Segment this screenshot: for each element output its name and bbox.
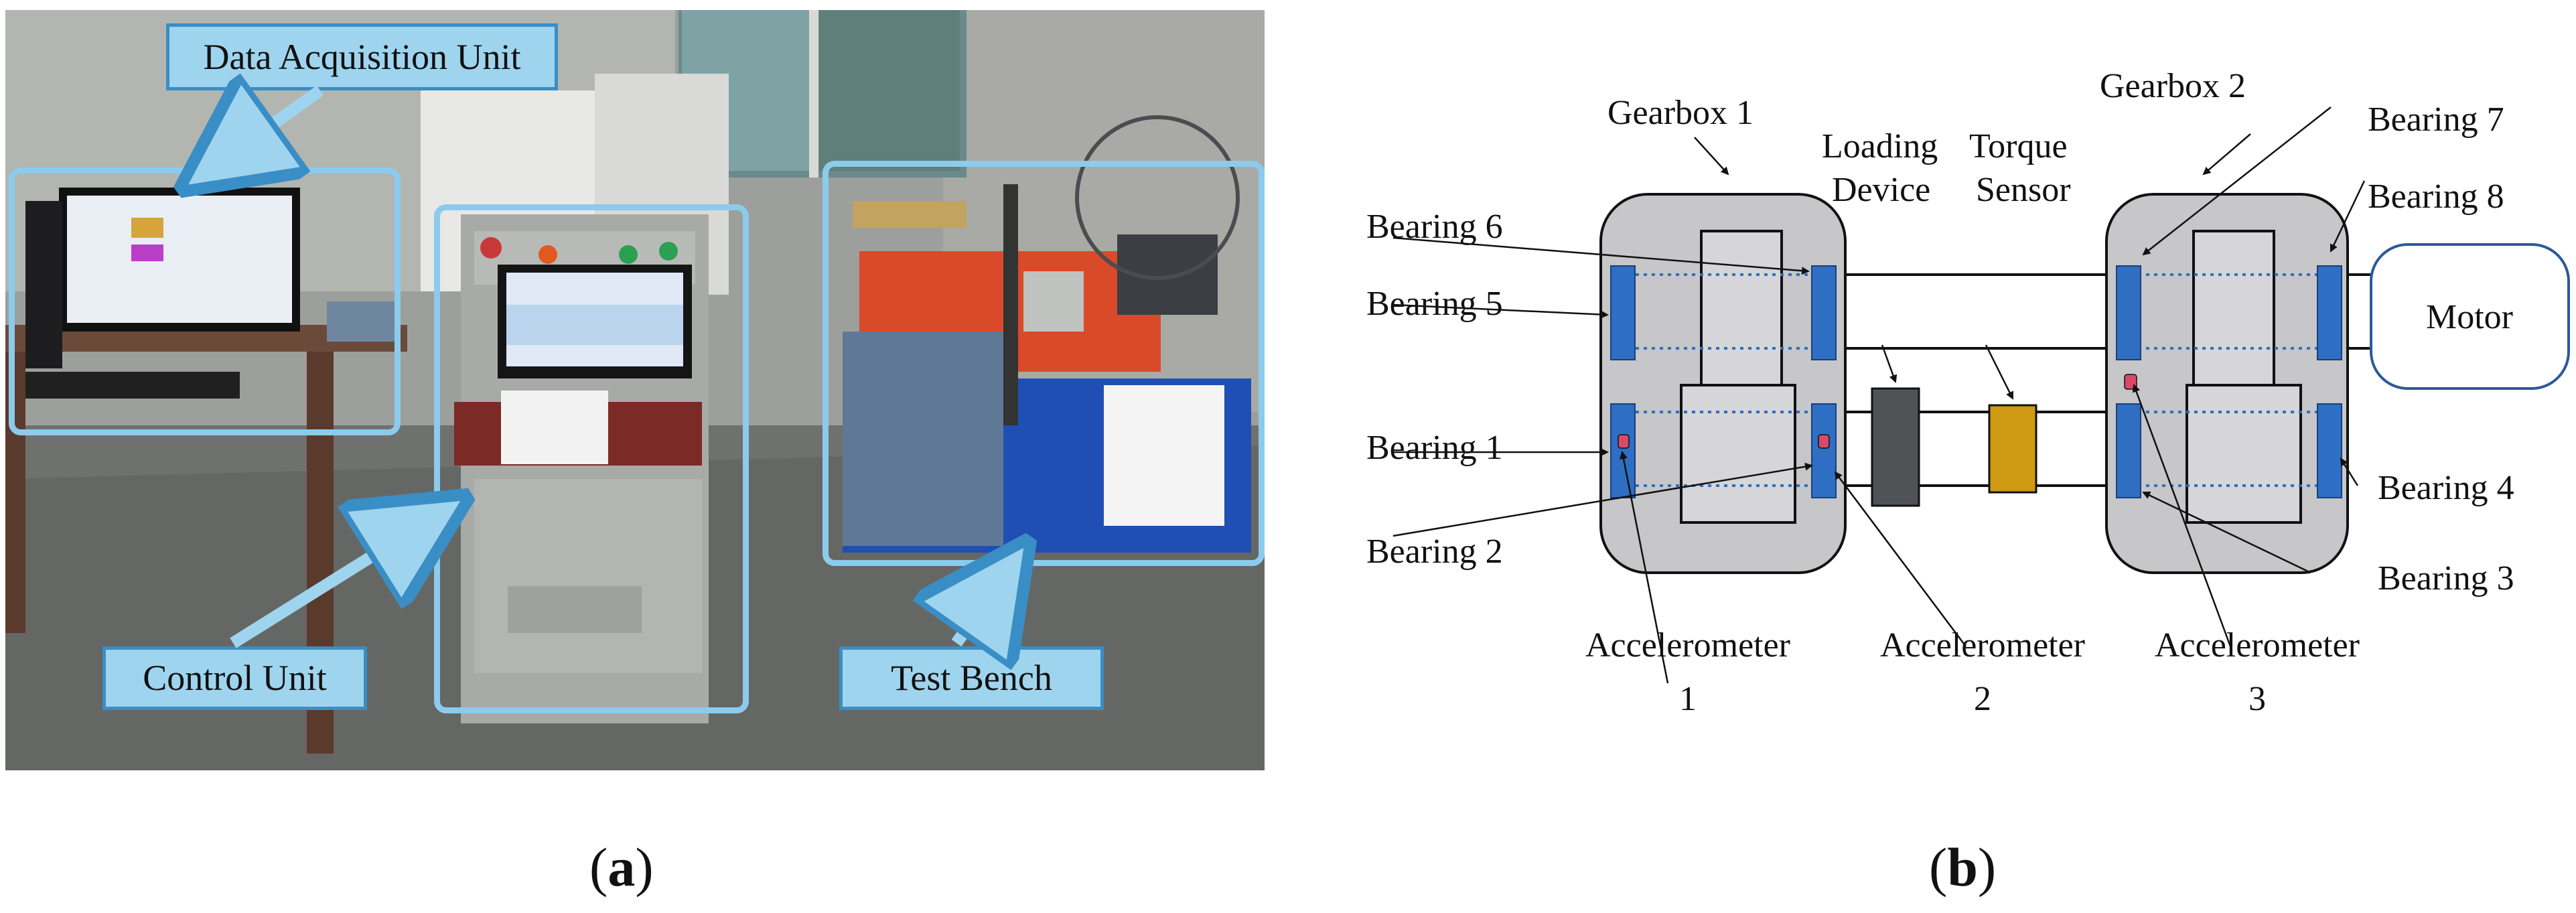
motor-block — [2370, 243, 2570, 390]
control-unit-label: Control Unit — [102, 646, 367, 710]
keyboard — [25, 372, 240, 399]
control-unit-frame — [434, 204, 749, 713]
bearing-4-label: Bearing 4 — [2378, 469, 2514, 507]
bearing-5-label: Bearing 5 — [1366, 285, 1503, 323]
bearing-6-block — [1811, 265, 1837, 360]
torque-sensor-block — [1988, 404, 2037, 494]
caption-b-letter: b — [1947, 837, 1978, 898]
caption-a: (a) — [589, 837, 654, 898]
accelerometer-3-word: Accelerometer — [2155, 626, 2360, 664]
caption-a-letter: a — [607, 837, 636, 898]
photo-panel-a: Data Acquisition Unit Control Unit Test … — [5, 10, 1265, 770]
bearing-7-block — [2116, 265, 2141, 360]
schematic-panel-b: Gearbox 1 Gearbox 2 Loading Device Torqu… — [1313, 10, 2572, 774]
bearing-3-block — [2116, 403, 2141, 498]
bearing-2-label: Bearing 2 — [1366, 533, 1503, 571]
torque-label-line2: Sensor — [1976, 171, 2071, 209]
callout-arrows — [5, 10, 1265, 770]
gearbox-1-label: Gearbox 1 — [1607, 94, 1754, 132]
arrow-test-bench — [956, 586, 997, 643]
bearing-6-label: Bearing 6 — [1366, 208, 1503, 246]
gearbox-1-upper-gear — [1700, 230, 1783, 397]
accelerometer-2-word: Accelerometer — [1880, 626, 2085, 664]
loading-device-block — [1871, 387, 1920, 507]
arrow-control-unit — [230, 526, 421, 648]
accelerometer-3-number: 3 — [2248, 680, 2266, 718]
bearing-8-label: Bearing 8 — [2368, 178, 2504, 216]
gearbox-2-lower-gear — [2186, 384, 2302, 524]
leader-lines — [1392, 107, 2366, 684]
test-rig-schematic: Gearbox 1 Gearbox 2 Loading Device Torqu… — [1366, 67, 2570, 718]
bearing-1-label: Bearing 1 — [1366, 429, 1503, 467]
accelerometer-1-number: 1 — [1679, 680, 1697, 718]
arrow-data-acquisition — [226, 90, 324, 157]
bearing-2-block — [1811, 403, 1837, 498]
bearing-7-label: Bearing 7 — [2368, 100, 2504, 139]
bearing-3-label: Bearing 3 — [2378, 559, 2514, 598]
accelerometer-1-sensor — [1618, 434, 1630, 449]
bearing-8-block — [2317, 265, 2342, 360]
internal-shafts — [1628, 273, 2324, 487]
test-bench-frame-outline — [822, 161, 1265, 566]
bearing-4-block — [2317, 403, 2342, 498]
accelerometer-1-word: Accelerometer — [1585, 626, 1790, 664]
gearbox-2-upper-gear — [2192, 230, 2275, 397]
torque-label-line1: Torque — [1969, 127, 2068, 165]
bearing-5-block — [1610, 265, 1636, 360]
bearing-1-block — [1610, 403, 1636, 498]
accelerometer-2-number: 2 — [1974, 680, 1991, 718]
motor-label: Motor — [2426, 298, 2513, 336]
loading-label-line1: Loading — [1822, 127, 1938, 165]
gearbox-1-lower-gear — [1680, 384, 1796, 524]
caption-b: (b) — [1929, 837, 1997, 898]
accelerometer-2-sensor — [1818, 434, 1830, 449]
gearbox-2-label: Gearbox 2 — [2100, 67, 2246, 105]
loading-label-line2: Device — [1832, 171, 1930, 209]
